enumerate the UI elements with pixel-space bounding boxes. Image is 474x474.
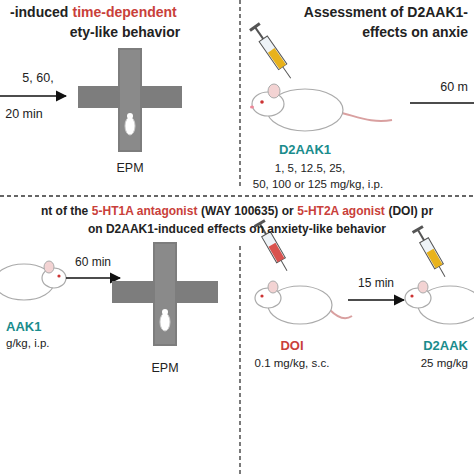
dose-label: g/kg, i.p.: [6, 337, 49, 349]
label-text: 15 min: [358, 276, 394, 290]
label-text: 50, 100 or 125 mg/kg, i.p.: [253, 178, 383, 190]
apparatus-label: EPM: [151, 361, 178, 375]
label-text: 5-HT1A antagonist: [92, 204, 198, 218]
label-text: (WAY 100635) or: [201, 204, 294, 218]
panel-title: nt of the 5-HT1A antagonist(WAY 100635) o…: [41, 204, 433, 218]
label-text: time-dependent: [73, 4, 177, 20]
label-text: -induced: [10, 4, 68, 20]
syringe: [249, 22, 296, 81]
label-text: 1, 5, 12.5, 25,: [275, 162, 345, 174]
label-text: D2AAK1: [279, 142, 331, 157]
label-text: EPM: [116, 161, 143, 175]
syringe: [412, 225, 450, 279]
mouse: [255, 281, 352, 324]
time-arrow: [0, 95, 66, 97]
label-text: D2AAK: [423, 338, 468, 353]
label-text: AAK1: [6, 319, 41, 334]
time-label: 20 min: [5, 107, 43, 121]
label-text: g/kg, i.p.: [6, 337, 49, 349]
apparatus-label: EPM: [116, 161, 143, 175]
label-text: (DOI) pr: [388, 204, 433, 218]
panel-title: Assessment of D2AAK1-: [304, 4, 468, 20]
drug-name: D2AAK: [423, 338, 468, 353]
time-label: 60 m: [440, 80, 468, 94]
label-text: 20 min: [5, 107, 43, 121]
plus-maze: [112, 242, 218, 346]
drug-name: DOI: [280, 338, 303, 353]
panel-title: -induced time-dependent: [10, 4, 177, 20]
panel-title: ety-like behavior: [70, 24, 181, 40]
label-text: 0.1 mg/kg, s.c.: [255, 357, 330, 369]
panel-title: on D2AAK1-induced effects on anxiety-lik…: [88, 222, 386, 236]
mouse: [250, 84, 392, 131]
mouse: [0, 261, 66, 300]
label-text: 60 m: [440, 80, 468, 94]
time-label: 60 min: [75, 255, 111, 269]
time-arrow: [348, 299, 404, 301]
label-text: EPM: [151, 361, 178, 375]
label-text: on D2AAK1-induced effects on anxiety-lik…: [88, 222, 386, 236]
time-label: 5, 60,: [22, 71, 53, 85]
drug-name: D2AAK1: [279, 142, 331, 157]
panel-title: effects on anxie: [362, 24, 468, 40]
dose-label: 50, 100 or 125 mg/kg, i.p.: [253, 178, 383, 190]
drug-name: AAK1: [6, 319, 41, 334]
dose-label: 25 mg/kg: [421, 357, 468, 369]
label-text: ety-like behavior: [70, 24, 181, 40]
time-label: 15 min: [358, 276, 394, 290]
dose-label: 1, 5, 12.5, 25,: [275, 162, 345, 174]
plus-maze: [78, 48, 182, 152]
label-text: effects on anxie: [362, 24, 468, 40]
dose-label: 0.1 mg/kg, s.c.: [255, 357, 330, 369]
time-arrow: [410, 102, 474, 104]
label-text: 5, 60,: [22, 71, 53, 85]
time-arrow: [66, 277, 120, 279]
label-text: 60 min: [75, 255, 111, 269]
label-text: 5-HT2A agonist: [297, 204, 385, 218]
mouse: [405, 281, 474, 324]
label-text: Assessment of D2AAK1-: [304, 4, 468, 20]
label-text: DOI: [280, 338, 303, 353]
label-text: nt of the: [41, 204, 88, 218]
label-text: 25 mg/kg: [421, 357, 468, 369]
